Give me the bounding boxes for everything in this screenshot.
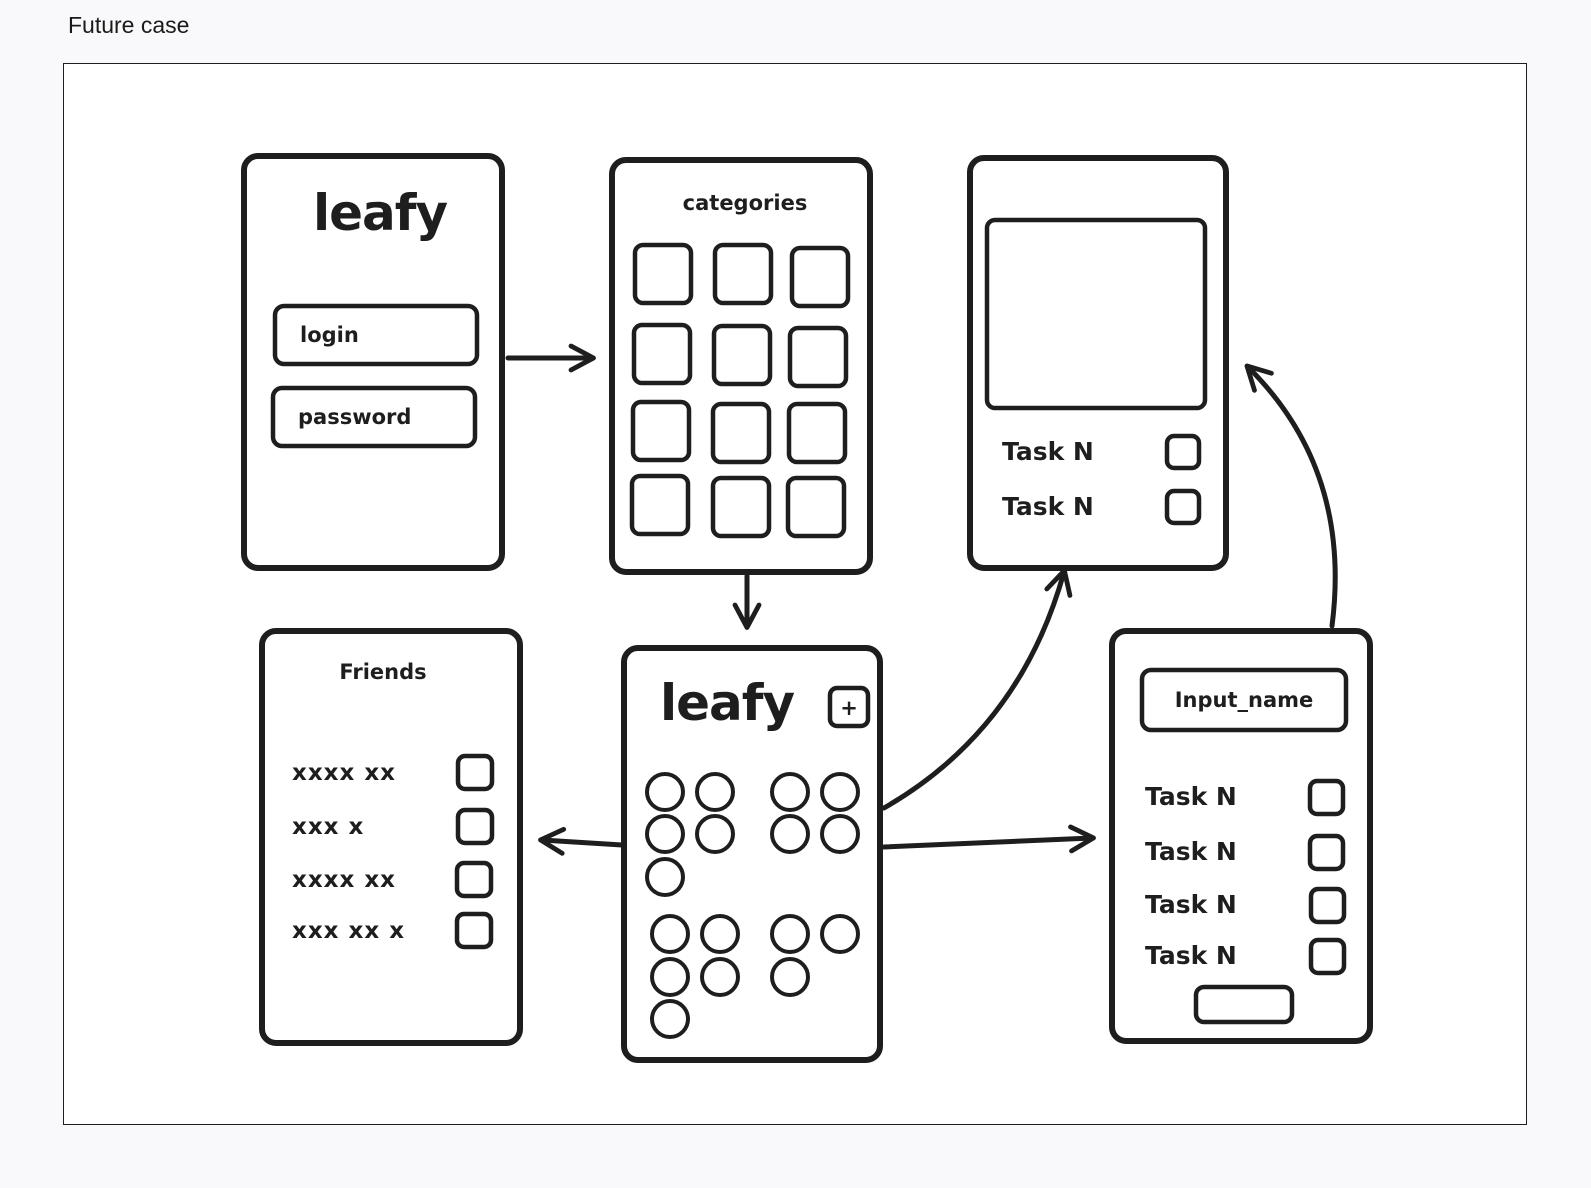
name-input-label: Input_name xyxy=(1175,688,1314,712)
plant-circle xyxy=(770,914,810,954)
create-task-label: Task N xyxy=(1145,890,1237,919)
plant-circle xyxy=(770,814,810,854)
home-screen-frame xyxy=(621,645,883,1063)
task-checkbox[interactable] xyxy=(1164,433,1202,471)
create-task-label: Task N xyxy=(1145,782,1237,811)
category-tile[interactable] xyxy=(631,322,693,386)
home-logo: leafy xyxy=(660,674,795,732)
category-tile[interactable] xyxy=(630,399,692,463)
task-checkbox[interactable] xyxy=(1307,833,1346,872)
friend-checkbox[interactable] xyxy=(454,860,494,899)
plant-circle xyxy=(820,914,860,954)
task-checkbox[interactable] xyxy=(1164,488,1202,526)
categories-screen-frame xyxy=(609,157,873,575)
arrow-home-to-friends xyxy=(538,826,625,856)
plant-circle xyxy=(645,772,685,812)
category-tile[interactable] xyxy=(632,242,694,306)
login-input-label: login xyxy=(300,323,359,347)
categories-title: categories xyxy=(683,191,808,215)
categories-screen: categories xyxy=(609,157,873,575)
task-checkbox[interactable] xyxy=(1307,778,1346,817)
password-input-label: password xyxy=(298,405,411,429)
category-tile[interactable] xyxy=(711,323,773,387)
plant-circle xyxy=(650,999,690,1039)
plant-circle xyxy=(820,814,860,854)
category-tile[interactable] xyxy=(786,401,848,465)
category-tile[interactable] xyxy=(789,245,851,309)
plant-circle xyxy=(770,772,810,812)
plant-circle xyxy=(645,814,685,854)
friend-checkbox[interactable] xyxy=(455,807,495,846)
plant-circle xyxy=(695,772,735,812)
plant-circle xyxy=(645,857,685,897)
create-screen-frame xyxy=(1109,628,1373,1044)
category-tile[interactable] xyxy=(710,401,772,465)
plant-circle xyxy=(770,957,810,997)
friend-checkbox[interactable] xyxy=(455,753,495,792)
add-button[interactable]: + xyxy=(827,685,871,729)
friends-screen-frame xyxy=(259,628,523,1046)
create-screen: Input_name Task N Task N Task N Task N xyxy=(1109,628,1373,1044)
plant-circle xyxy=(700,914,740,954)
task-checkbox[interactable] xyxy=(1308,886,1347,925)
category-grid xyxy=(629,242,851,539)
detail-screen: Task N Task N xyxy=(967,155,1229,571)
create-task-label: Task N xyxy=(1145,941,1237,970)
plant-circle xyxy=(650,957,690,997)
page-title: Future case xyxy=(68,12,190,38)
category-tile[interactable] xyxy=(785,475,847,539)
plant-cluster[interactable] xyxy=(770,914,860,997)
friends-screen: Friends xxxx xx xxx x xxxx xx xxx xx x xyxy=(259,628,523,1046)
canvas-frame xyxy=(63,63,1527,1125)
image-placeholder xyxy=(984,217,1208,411)
plant-circle xyxy=(650,914,690,954)
plant-cluster[interactable] xyxy=(650,914,740,1039)
home-screen: leafy + xyxy=(621,645,883,1063)
login-screen: leafy login password xyxy=(241,153,505,571)
flow-arrows xyxy=(505,343,1338,856)
category-tile[interactable] xyxy=(712,242,774,306)
detail-task-label: Task N xyxy=(1002,437,1094,466)
add-button-frame[interactable] xyxy=(827,685,871,729)
detail-task-label: Task N xyxy=(1002,492,1094,521)
arrow-create-to-detail xyxy=(1244,363,1338,629)
category-tile[interactable] xyxy=(629,473,691,537)
plant-circle xyxy=(695,814,735,854)
submit-button[interactable] xyxy=(1193,984,1295,1025)
friend-name: xxxx xx xyxy=(292,760,396,786)
arrow-home-to-create xyxy=(881,824,1096,854)
login-screen-frame xyxy=(241,153,505,571)
login-input[interactable] xyxy=(272,303,480,367)
friend-name: xxx xx x xyxy=(292,918,405,944)
category-tile[interactable] xyxy=(787,325,849,389)
task-checkbox[interactable] xyxy=(1308,937,1347,976)
arrow-home-to-detail xyxy=(881,568,1073,811)
plus-icon: + xyxy=(840,696,858,720)
name-input[interactable] xyxy=(1139,667,1349,733)
friend-checkbox[interactable] xyxy=(454,911,494,950)
friend-name: xxx x xyxy=(292,814,364,840)
friend-name: xxxx xx xyxy=(292,867,396,893)
create-task-label: Task N xyxy=(1145,837,1237,866)
login-logo: leafy xyxy=(313,184,448,242)
plant-cluster[interactable] xyxy=(770,772,860,854)
friends-title: Friends xyxy=(339,660,426,684)
category-tile[interactable] xyxy=(710,475,772,539)
plant-cluster[interactable] xyxy=(645,772,735,897)
detail-screen-frame xyxy=(967,155,1229,571)
plant-circle xyxy=(820,772,860,812)
plant-circle xyxy=(700,957,740,997)
password-input[interactable] xyxy=(270,385,478,449)
